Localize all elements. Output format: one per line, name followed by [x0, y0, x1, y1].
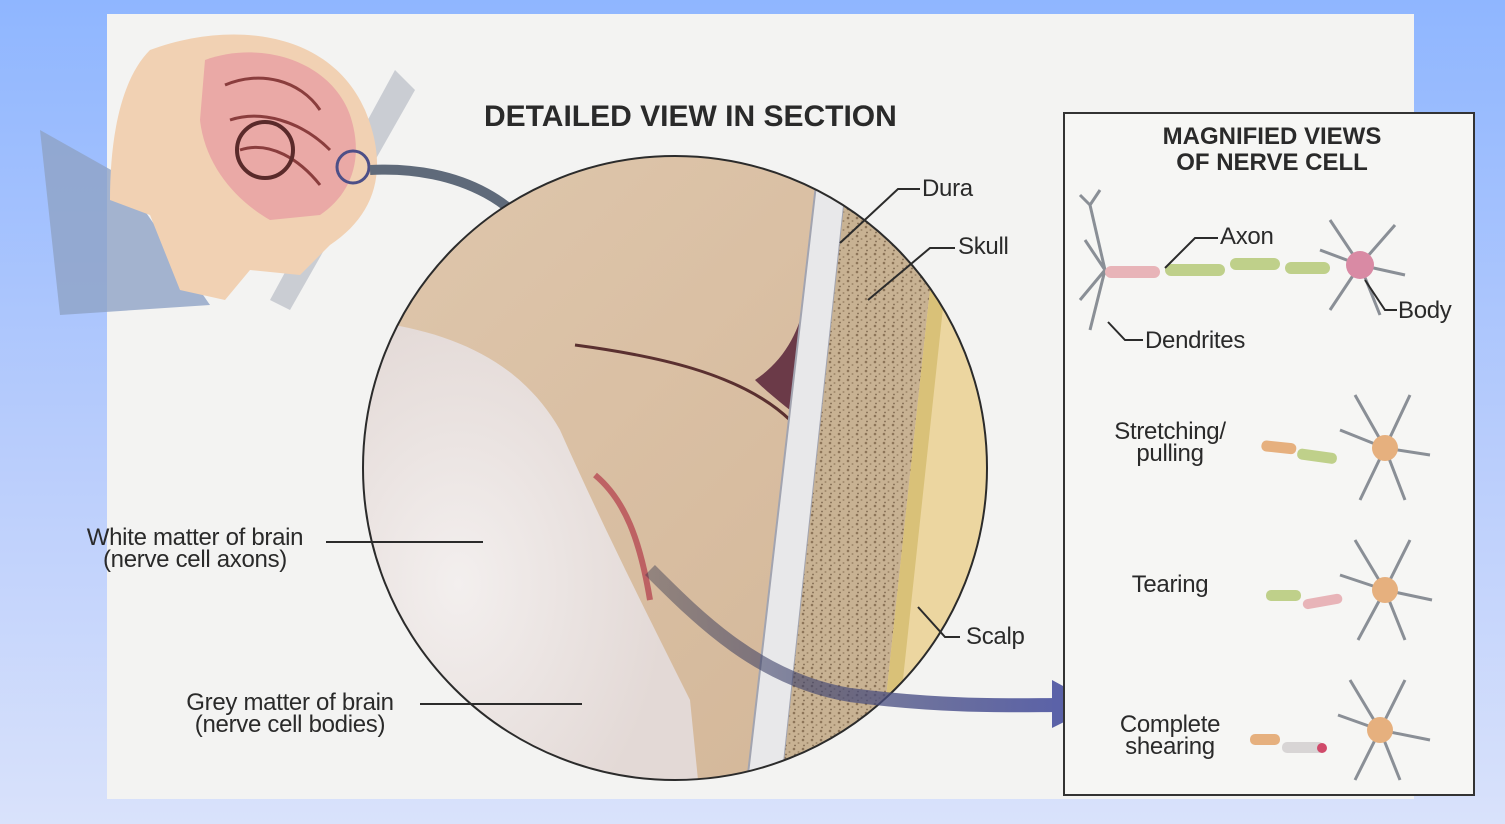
section-title: DETAILED VIEW IN SECTION [484, 100, 897, 134]
head-profile-illustration [40, 34, 415, 315]
magnified-title-line2: OF NERVE CELL [1110, 150, 1434, 176]
body-label: Body [1398, 300, 1452, 322]
axon-label: Axon [1220, 226, 1274, 248]
stretching-label-line2: pulling [1093, 443, 1247, 465]
shearing-label: Complete shearing [1093, 714, 1247, 758]
white-matter-label: White matter of brain (nerve cell axons) [68, 527, 322, 571]
stretching-label: Stretching/ pulling [1093, 421, 1247, 465]
white-matter-label-line2: (nerve cell axons) [68, 549, 322, 571]
scalp-label: Scalp [966, 626, 1025, 648]
skull-label: Skull [958, 236, 1009, 258]
grey-matter-label: Grey matter of brain (nerve cell bodies) [160, 692, 420, 736]
magnified-title-line1: MAGNIFIED VIEWS [1110, 124, 1434, 150]
dendrites-label: Dendrites [1145, 330, 1245, 352]
tearing-label: Tearing [1093, 574, 1247, 596]
dura-label: Dura [922, 178, 973, 200]
shearing-label-line2: shearing [1093, 736, 1247, 758]
magnified-views-title: MAGNIFIED VIEWS OF NERVE CELL [1110, 124, 1434, 176]
grey-matter-label-line2: (nerve cell bodies) [160, 714, 420, 736]
